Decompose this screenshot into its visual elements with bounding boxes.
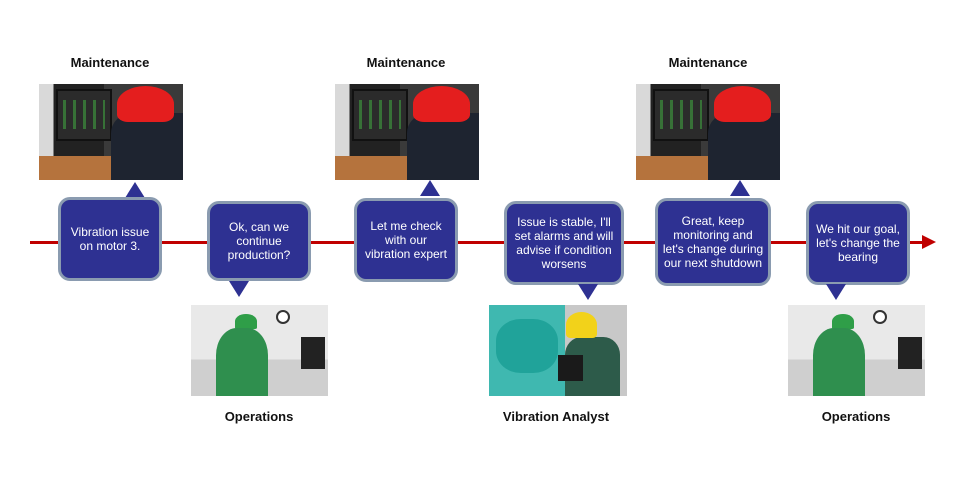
timeline-arrow-icon	[922, 235, 936, 249]
speech-bubble-5: Great, keep monitoring and let's change …	[655, 198, 771, 286]
role-label-operations-1: Operations	[224, 409, 294, 424]
operations-photo-1	[191, 305, 328, 396]
role-label-vibration-analyst: Vibration Analyst	[502, 409, 610, 424]
speech-bubble-2: Ok, can we continue production?	[207, 201, 311, 281]
bubble-tail-down	[826, 284, 846, 300]
role-label-maintenance-1: Maintenance	[70, 55, 150, 70]
bubble-tail-down	[229, 281, 249, 297]
vibration-analyst-photo	[489, 305, 627, 396]
bubble-tail-up	[420, 180, 440, 196]
timeline-line	[30, 241, 930, 244]
maintenance-photo-2	[335, 84, 479, 180]
maintenance-photo-1	[39, 84, 183, 180]
role-label-operations-2: Operations	[821, 409, 891, 424]
speech-bubble-6: We hit our goal, let's change the bearin…	[806, 201, 910, 285]
bubble-tail-up	[730, 180, 750, 196]
speech-bubble-3: Let me check with our vibration expert	[354, 198, 458, 282]
speech-bubble-4: Issue is stable, I'll set alarms and wil…	[504, 201, 624, 285]
bubble-tail-up	[125, 182, 145, 198]
role-label-maintenance-2: Maintenance	[366, 55, 446, 70]
speech-bubble-1: Vibration issue on motor 3.	[58, 197, 162, 281]
operations-photo-2	[788, 305, 925, 396]
maintenance-photo-3	[636, 84, 780, 180]
bubble-tail-down	[578, 284, 598, 300]
role-label-maintenance-3: Maintenance	[668, 55, 748, 70]
